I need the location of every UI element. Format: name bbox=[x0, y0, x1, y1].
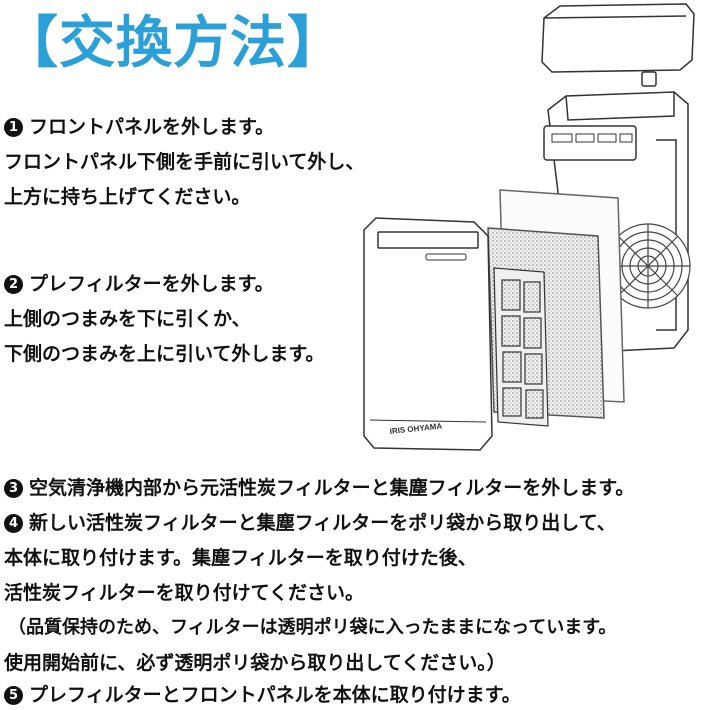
step-4-line-2: 本体に取り付けます。集塵フィルターを取り付けた後、 bbox=[4, 547, 477, 569]
step-4-note-2: 使用開始前に、必ず透明ポリ袋から取り出してください。） bbox=[4, 652, 506, 674]
step-5-line-1: 5 プレフィルターとフロントパネルを本体に取り付けます。 bbox=[4, 680, 521, 710]
step-4-note-1: （品質保持のため、フィルターは透明ポリ袋に入ったままになっています。 bbox=[8, 617, 617, 638]
step-3-line-1: 3 空気清浄機内部から元活性炭フィルターと集塵フィルターを外します。 bbox=[4, 473, 634, 503]
step-2-line-2: 上側のつまみを下に引くか、 bbox=[4, 308, 251, 330]
step-1-number-badge: 1 bbox=[4, 118, 23, 137]
step-4-number-badge: 4 bbox=[4, 514, 23, 533]
step-1-line-1: 1 フロントパネルを外します。 bbox=[4, 112, 274, 142]
step-1-line-3: 上方に持ち上げてください。 bbox=[4, 186, 251, 208]
fan-grille bbox=[605, 223, 691, 309]
step-5-number-badge: 5 bbox=[4, 686, 23, 705]
step-3-number-badge: 3 bbox=[4, 479, 23, 498]
page-title: 【交換方法】 bbox=[2, 11, 344, 76]
step-4-text: 新しい活性炭フィルターと集塵フィルターをポリ袋から取り出して、 bbox=[29, 512, 616, 534]
air-purifier-exploded-illustration: IRIS OHYAMA bbox=[363, 3, 695, 451]
step-2-text: プレフィルターを外します。 bbox=[29, 273, 274, 295]
step-4-line-1: 4 新しい活性炭フィルターと集塵フィルターをポリ袋から取り出して、 bbox=[4, 508, 616, 538]
step-3-text: 空気清浄機内部から元活性炭フィルターと集塵フィルターを外します。 bbox=[29, 477, 635, 499]
step-2-line-1: 2 プレフィルターを外します。 bbox=[4, 269, 274, 299]
step-1-line-2: フロントパネル下側を手前に引いて外し、 bbox=[4, 151, 365, 173]
top-lid bbox=[541, 3, 695, 87]
step-1-text: フロントパネルを外します。 bbox=[29, 116, 275, 138]
step-2-line-3: 下側のつまみを上に引いて外します。 bbox=[4, 343, 325, 365]
step-4-line-3: 活性炭フィルターを取り付けてください。 bbox=[4, 582, 365, 604]
step-5-text: プレフィルターとフロントパネルを本体に取り付けます。 bbox=[29, 684, 521, 706]
step-2-number-badge: 2 bbox=[4, 275, 23, 294]
front-panel: IRIS OHYAMA bbox=[363, 217, 493, 451]
pre-filter bbox=[493, 267, 549, 427]
